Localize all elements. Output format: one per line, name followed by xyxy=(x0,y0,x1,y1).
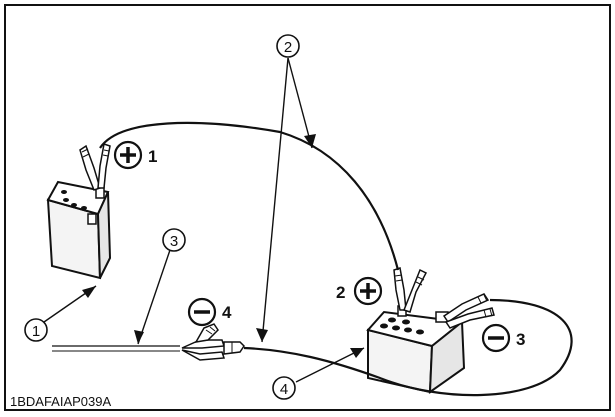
callout-3: 3 xyxy=(162,228,186,252)
jumper-cables xyxy=(99,121,573,397)
svg-text:3: 3 xyxy=(170,233,178,250)
svg-text:4: 4 xyxy=(280,381,288,398)
svg-text:1: 1 xyxy=(32,323,40,340)
callout-4: 4 xyxy=(272,376,296,400)
negative-terminal-mark-3: 3 xyxy=(481,323,525,353)
leader-lines xyxy=(43,57,365,383)
figure-code: 1BDAFAIAP039A xyxy=(10,394,111,409)
ground-surface xyxy=(52,345,180,352)
booster-positive-clamp xyxy=(79,143,111,191)
callout-2: 2 xyxy=(276,34,300,58)
svg-text:4: 4 xyxy=(222,303,232,322)
discharged-positive-clamp xyxy=(393,267,428,313)
svg-text:3: 3 xyxy=(516,330,525,349)
arrowheads xyxy=(82,134,364,358)
positive-terminal-mark-2: 2 xyxy=(336,276,383,306)
figure-frame xyxy=(4,4,611,411)
discharged-negative-clamp xyxy=(442,293,495,329)
svg-text:2: 2 xyxy=(284,39,292,56)
positive-terminal-mark-1: 1 xyxy=(113,140,157,170)
negative-terminal-mark-4: 4 xyxy=(187,297,232,327)
callout-1: 1 xyxy=(24,318,48,342)
ground-negative-clamp xyxy=(181,323,245,361)
booster-battery xyxy=(46,180,112,280)
svg-text:2: 2 xyxy=(336,283,345,302)
svg-text:1: 1 xyxy=(148,147,157,166)
